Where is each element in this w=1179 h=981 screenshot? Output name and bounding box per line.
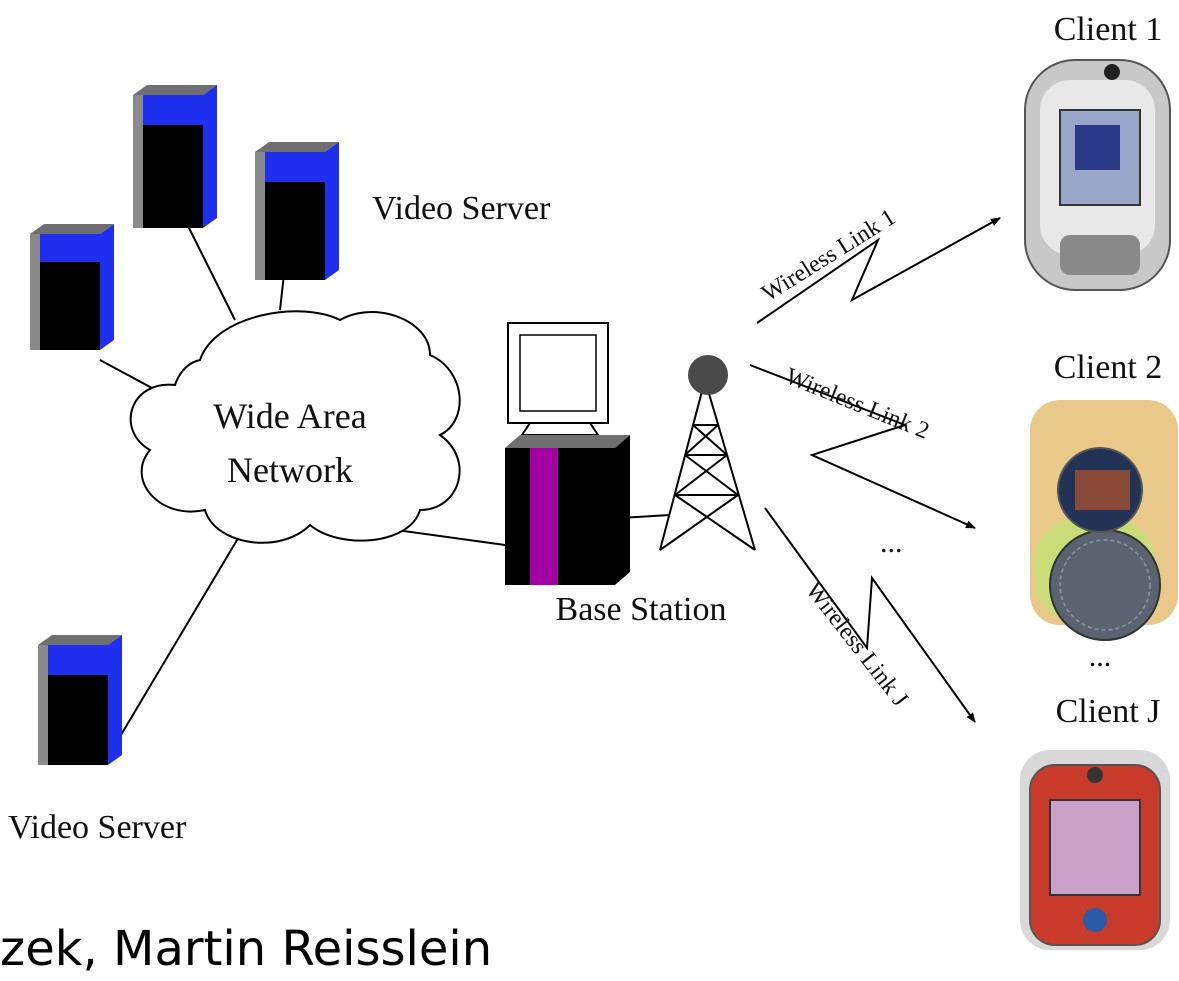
clients-ellipsis: ... [1089,640,1112,673]
links-ellipsis: ... [880,526,903,559]
video-server-label-bottom: Video Server [8,809,187,846]
wireless-links [749,217,1001,723]
link-server-d [114,534,241,746]
video-server-c [30,224,114,350]
link-server-a [179,209,236,321]
client-j-label: Client J [1056,693,1161,730]
wireless-link-1-line [756,217,1001,324]
author-caption: zek, Martin Reisslein [0,921,493,977]
wireless-link-1-label: Wireless Link 1 [757,204,900,307]
wireless-link-j-label: Wireless Link J [800,578,913,712]
video-server-d [38,635,122,765]
video-server-a [133,85,217,228]
wireless-link-2-label: Wireless Link 2 [782,363,933,444]
wireless-link-2-line [749,364,976,529]
antenna-tower [659,355,756,551]
wireless-link-j-line [764,507,976,723]
video-server-label-top: Video Server [372,190,551,227]
client-2-device [1030,400,1178,641]
cloud-label-line1: Wide Area [213,396,366,436]
cloud-label-line2: Network [227,450,353,490]
base-station-computer [505,322,630,585]
client-1-phone [1024,59,1171,291]
base-station-label: Base Station [556,591,727,628]
client-1-label: Client 1 [1054,11,1163,48]
video-server-b [255,142,339,280]
wide-area-network-cloud [129,310,461,544]
client-j-phone [1020,750,1170,950]
client-2-label: Client 2 [1054,349,1163,386]
